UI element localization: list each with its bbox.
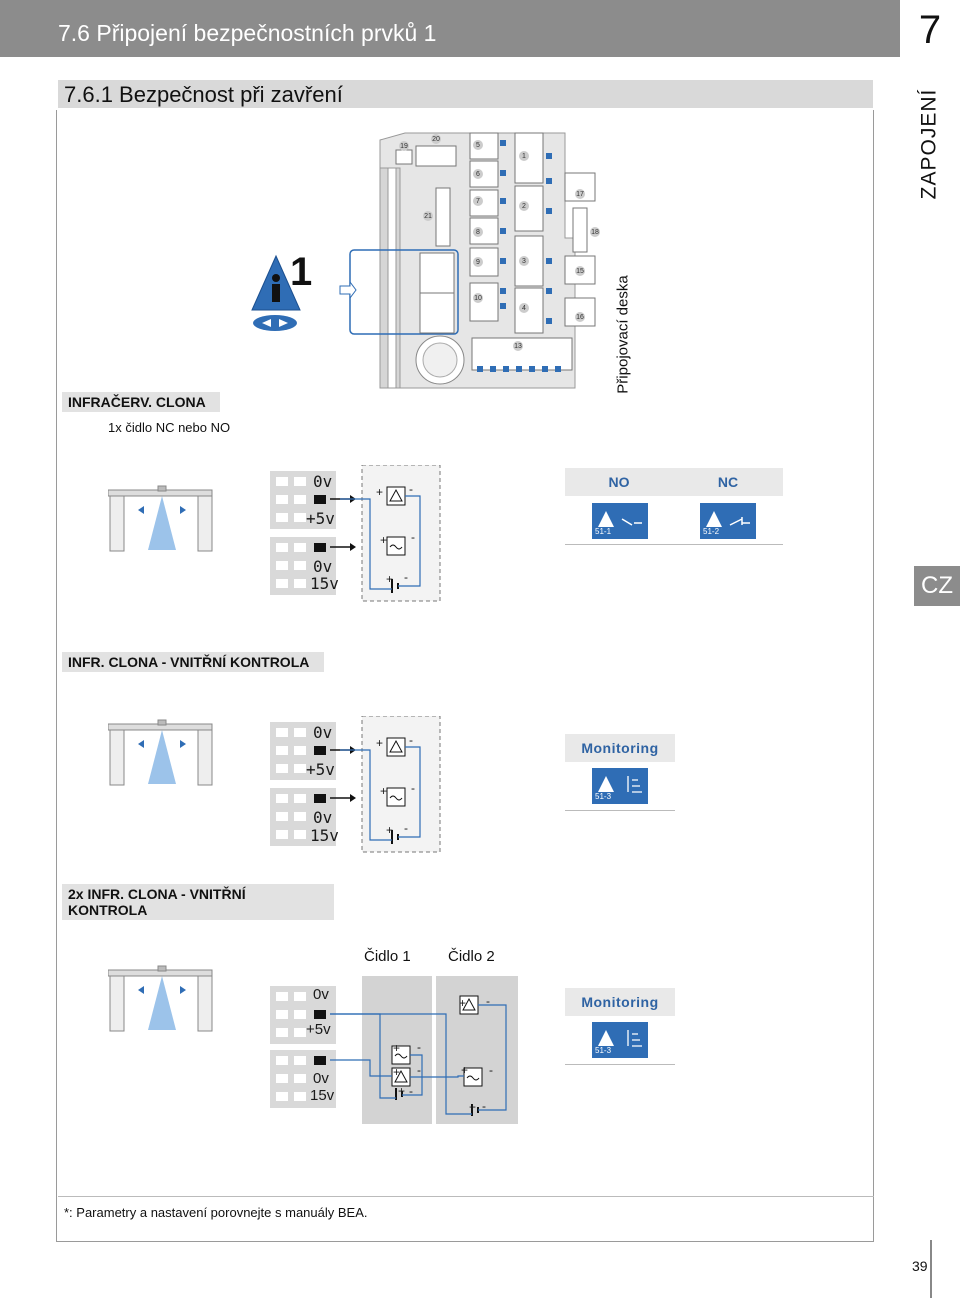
badge-nc-label: 51-2 <box>703 527 720 536</box>
subheader-title: 7.6.1 Bezpečnost při zavření <box>64 82 343 107</box>
badge-no-label: 51-1 <box>595 527 612 536</box>
dual-sensor-wiring <box>270 976 518 1124</box>
terminal-connector <box>270 465 441 602</box>
svg-text:7: 7 <box>476 198 480 205</box>
side-tab: ZAPOJENÍ <box>914 80 944 215</box>
svg-text:16: 16 <box>576 314 584 321</box>
svg-text:4: 4 <box>522 305 526 312</box>
column-no: NO <box>565 468 673 496</box>
svg-text:3: 3 <box>522 258 526 265</box>
svg-text:6: 6 <box>476 171 480 178</box>
term2-zero-v-2: 0v <box>313 808 333 827</box>
svg-text:8: 8 <box>476 229 480 236</box>
sign1-minus: - <box>409 482 413 496</box>
sign2-minus: - <box>409 733 413 747</box>
language-tab: CZ <box>914 566 960 606</box>
section2-title: INFR. CLONA - VNITŘNÍ KONTROLA <box>62 652 324 672</box>
svg-text:10: 10 <box>474 295 482 302</box>
table-rule <box>565 544 783 545</box>
sign2-plus-2: + <box>380 784 388 798</box>
svg-text:1: 1 <box>522 153 526 160</box>
side-tab-label: ZAPOJENÍ <box>917 88 941 200</box>
sign3-plus-b: + <box>393 1041 401 1055</box>
sign3-minus-c: - <box>417 1063 421 1077</box>
svg-text:17: 17 <box>576 191 584 198</box>
door-icon-3 <box>108 965 213 1032</box>
section3-title: 2x INFR. CLONA - VNITŘNÍ KONTROLA <box>62 884 334 920</box>
svg-text:18: 18 <box>591 229 599 236</box>
header-bar <box>0 0 900 57</box>
sign2-plus: + <box>376 736 384 750</box>
sign1-plus: + <box>376 485 384 499</box>
svg-text:19: 19 <box>400 143 408 150</box>
column-nc: NC <box>673 468 783 496</box>
sign1-plus-3: + <box>386 572 394 586</box>
monitoring-rule <box>565 810 675 811</box>
svg-text:15: 15 <box>576 268 584 275</box>
term2-15v: 15v <box>310 826 339 845</box>
term3-15v: 15v <box>310 1087 335 1104</box>
term3-plus5v: +5v <box>306 1021 331 1038</box>
sign3-plus-f: + <box>469 1100 477 1114</box>
term3-zero-v: 0v <box>313 986 329 1003</box>
sensor1-label: Čidlo 1 <box>364 948 411 965</box>
monitoring-badge-icon-2 <box>592 1022 648 1058</box>
board-diagram: 19 20 5 1 6 17 21 7 2 18 8 9 3 15 10 4 1… <box>251 132 600 389</box>
board-label: Připojovací deska <box>614 275 632 394</box>
sign3-plus-a: + <box>459 996 467 1010</box>
door-icon <box>108 485 213 552</box>
sign2-plus-3: + <box>386 823 394 837</box>
warning-number: 1 <box>290 250 313 294</box>
term1-plus5v: +5v <box>306 509 335 528</box>
sign3-minus-d: - <box>489 1063 493 1077</box>
subheader-bar <box>58 80 873 108</box>
monitoring-rule-2 <box>565 1064 675 1065</box>
svg-text:5: 5 <box>476 142 480 149</box>
monitoring-header: Monitoring <box>565 734 675 762</box>
sign3-plus-d: + <box>461 1063 469 1077</box>
door-icon-2 <box>108 719 213 786</box>
warning-sign-icon <box>251 254 301 331</box>
page-number: 39 <box>912 1258 928 1274</box>
term1-zero-v: 0v <box>313 472 333 491</box>
no-badge-icon <box>592 503 648 539</box>
terminal-connector-2 <box>270 716 441 853</box>
sign1-minus-2: - <box>411 530 415 544</box>
section1-title: INFRAČERV. CLONA <box>62 392 220 412</box>
monitoring-header-2: Monitoring <box>565 988 675 1016</box>
svg-text:9: 9 <box>476 259 480 266</box>
sign3-minus-b: - <box>417 1040 421 1054</box>
sign3-minus-e: - <box>409 1084 413 1098</box>
monitoring-badge-label: 51-3 <box>595 792 612 801</box>
sign1-plus-2: + <box>380 533 388 547</box>
monitoring-badge-label-2: 51-3 <box>595 1046 612 1055</box>
sign3-minus-a: - <box>486 994 490 1008</box>
term2-plus5v: +5v <box>306 760 335 779</box>
page-title: 7.6 Připojení bezpečnostních prvků 1 <box>58 20 437 46</box>
section1-subtitle: 1x čidlo NC nebo NO <box>108 420 231 435</box>
svg-text:2: 2 <box>522 203 526 210</box>
term3-zero-v-2: 0v <box>313 1070 329 1087</box>
footnote: *: Parametry a nastavení porovnejte s ma… <box>64 1205 368 1220</box>
sign3-plus-e: + <box>398 1084 406 1098</box>
nc-badge-icon <box>700 503 756 539</box>
sign2-minus-3: - <box>404 821 408 835</box>
sign3-minus-f: - <box>482 1099 486 1113</box>
sign3-plus-c: + <box>393 1065 401 1079</box>
sensor2-label: Čidlo 2 <box>448 948 495 965</box>
footnote-rule <box>58 1196 874 1197</box>
term1-15v: 15v <box>310 574 339 593</box>
sign1-minus-3: - <box>404 570 408 584</box>
connector-dots <box>477 140 561 372</box>
svg-text:21: 21 <box>424 213 432 220</box>
content-frame <box>56 110 874 1242</box>
svg-text:20: 20 <box>432 136 440 143</box>
svg-text:13: 13 <box>514 343 522 350</box>
term1-zero-v-2: 0v <box>313 557 333 576</box>
page-number-rule <box>930 1240 932 1298</box>
sign2-minus-2: - <box>411 781 415 795</box>
chapter-number: 7 <box>918 8 942 52</box>
term2-zero-v: 0v <box>313 723 333 742</box>
monitoring-badge-icon <box>592 768 648 804</box>
